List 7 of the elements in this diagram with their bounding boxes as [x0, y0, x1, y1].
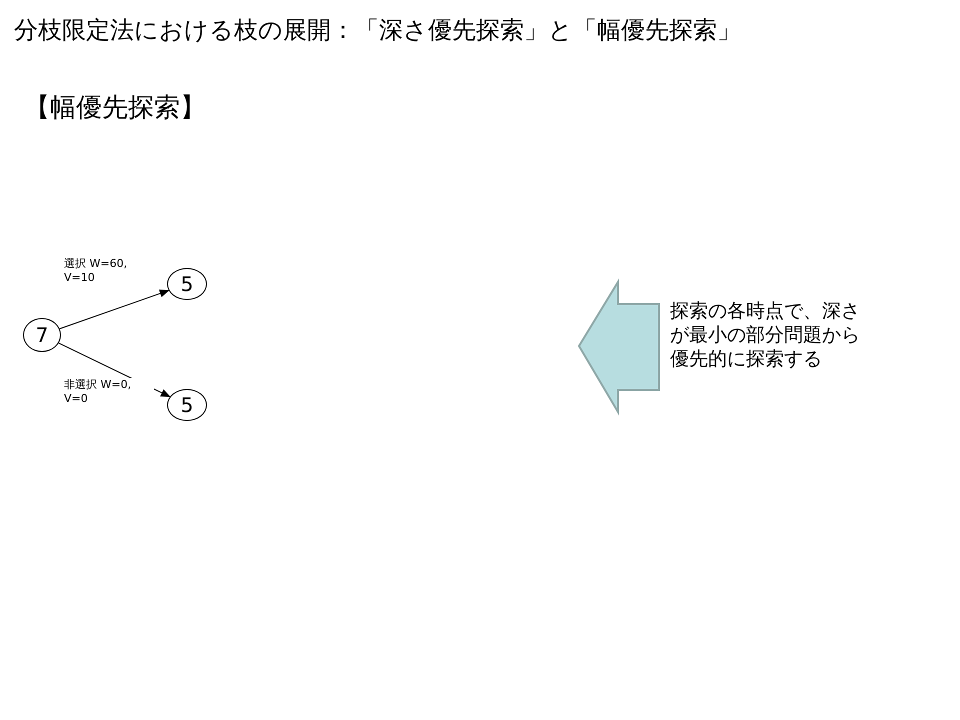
arrow [59, 290, 170, 330]
node-circle: 5 [167, 268, 207, 300]
note-text: 探索の各時点で、深さが最小の部分問題から優先的に探索する [670, 300, 861, 372]
node-circle: 7 [23, 318, 61, 352]
title: 分枝限定法における枝の展開：「深さ優先探索」と「幅優先探索」 [14, 15, 741, 46]
node-circle: 5 [167, 389, 207, 421]
section-heading: 【幅優先探索】 [24, 92, 206, 124]
